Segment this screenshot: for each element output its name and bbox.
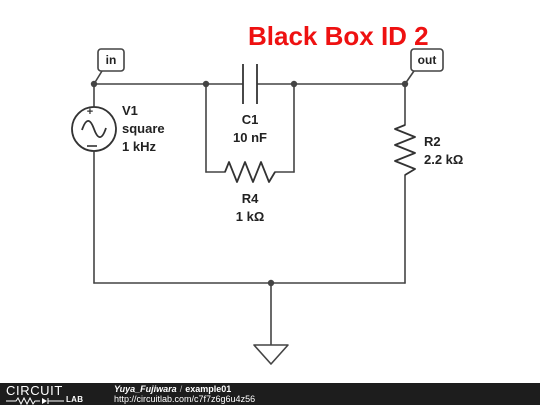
author-name[interactable]: Yuya_Fujiwara [114, 384, 177, 394]
footer-bar: CIRCUIT LAB Yuya_Fujiwara/example01 http… [0, 383, 540, 405]
r2-value: 2.2 kΩ [424, 152, 463, 167]
junction-c1-left [202, 80, 210, 88]
junction-c1-right [290, 80, 298, 88]
wires [93, 83, 406, 346]
capacitor-c1[interactable] [242, 64, 258, 104]
project-url-link[interactable]: http://circuitlab.com/c7f7z6g6u4z56 [114, 394, 256, 404]
project-name[interactable]: example01 [185, 384, 232, 394]
input-port-label: in [106, 53, 117, 67]
input-port-flag[interactable]: in [93, 48, 125, 85]
logo-text-top: CIRCUIT [6, 383, 63, 398]
resistor-r4[interactable] [224, 161, 276, 183]
output-port-flag[interactable]: out [404, 48, 444, 85]
v1-value: 1 kHz [122, 139, 156, 154]
diagram-title: Black Box ID 2 [248, 21, 429, 51]
output-port-label: out [418, 53, 437, 67]
c1-name: C1 [242, 112, 259, 127]
r4-name: R4 [242, 191, 259, 206]
footer-meta: Yuya_Fujiwara/example01 http://circuitla… [114, 384, 255, 404]
voltage-source-v1[interactable]: + [71, 106, 117, 152]
v1-name: V1 [122, 103, 138, 118]
schematic-canvas: Black Box ID 2 in [71, 21, 463, 365]
circuitlab-logo[interactable]: CIRCUIT LAB [6, 383, 98, 405]
r4-value: 1 kΩ [236, 209, 265, 224]
ground-icon[interactable] [253, 344, 289, 365]
resistor-r2[interactable] [394, 124, 416, 176]
junction-ground [267, 279, 275, 287]
r2-name: R2 [424, 134, 441, 149]
resistor-logo-icon [6, 397, 64, 405]
plus-sign-icon: + [87, 106, 93, 118]
c1-value: 10 nF [233, 130, 267, 145]
logo-text-bottom: LAB [66, 395, 84, 404]
path-separator: / [179, 384, 183, 394]
v1-type: square [122, 121, 165, 136]
